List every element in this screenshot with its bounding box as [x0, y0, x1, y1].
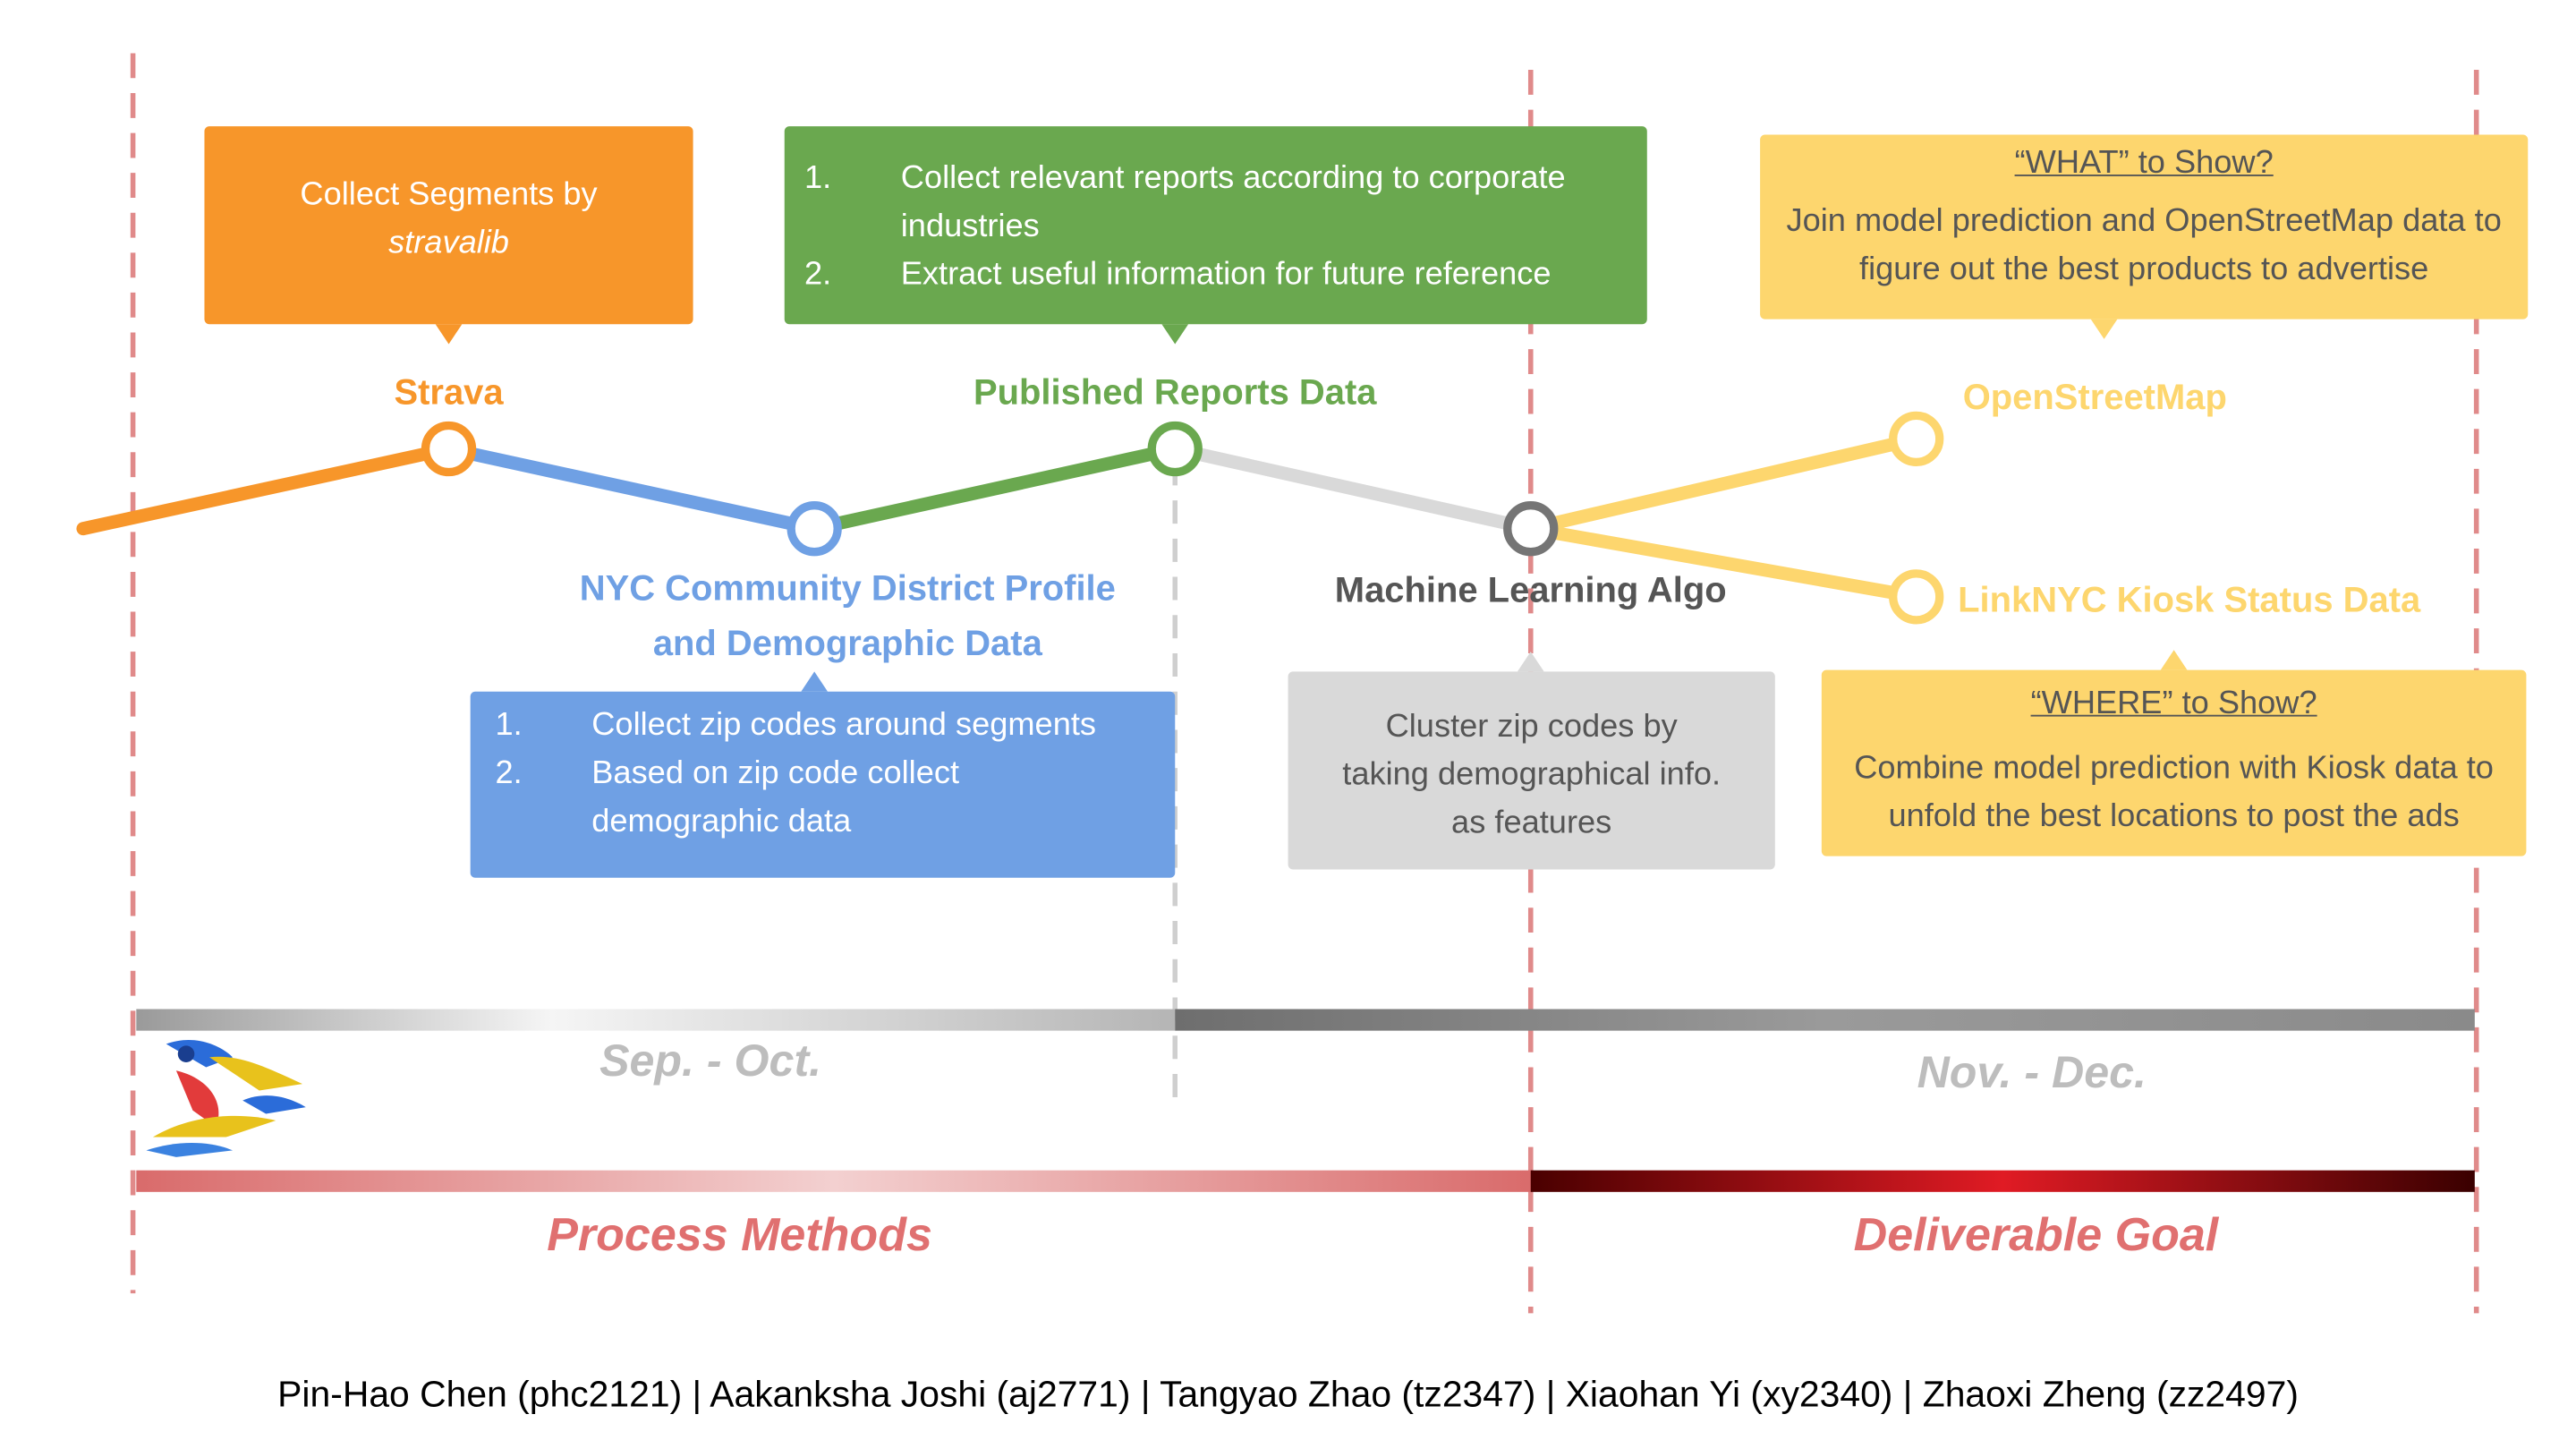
strava-callout: Collect Segments by stravalib: [204, 126, 693, 325]
reports-callout: 1.Collect relevant reports according to …: [784, 126, 1647, 325]
where-callout-body: Combine model prediction with Kiosk data…: [1854, 749, 2494, 835]
nyc-callout: 1.Collect zip codes around segments 2.Ba…: [470, 691, 1176, 878]
kiosk-line: [1529, 522, 1917, 604]
ml-callout-pointer: [1517, 652, 1544, 672]
nyc-label-line1: NYC Community District Profile: [579, 568, 1116, 609]
phase-bar-deliverable: [1530, 1170, 2475, 1192]
nyc-node: [786, 501, 842, 557]
reports-item: 1.Collect relevant reports according to …: [804, 159, 1566, 245]
ml-line: [1173, 442, 1533, 535]
nyc-label: NYC Community District Profile and Demog…: [515, 562, 1180, 672]
nyc-callout-pointer: [801, 671, 829, 692]
strava-callout-line2: stravalib: [388, 224, 509, 261]
where-callout: “WHERE” to Show? Combine model predictio…: [1821, 669, 2527, 856]
strava-callout-line1: Collect Segments by: [300, 175, 598, 213]
strava-callout-pointer: [435, 324, 463, 345]
runner-logo-icon: [146, 1039, 306, 1157]
reports-label: Published Reports Data: [973, 372, 1377, 413]
nyc-item: 2.Based on zip code collect demographic …: [495, 754, 960, 840]
osm-label: OpenStreetMap: [1962, 377, 2227, 418]
period-bar-sep-oct: [136, 1009, 1176, 1031]
reports-item: 2.Extract useful information for future …: [804, 256, 1552, 293]
period-label-sep-oct: Sep. - Oct.: [599, 1035, 822, 1086]
strava-node: [421, 421, 477, 477]
nyc-item: 1.Collect zip codes around segments: [495, 706, 1097, 744]
reports-callout-pointer: [1161, 324, 1189, 345]
nyc-line: [446, 442, 816, 535]
strava-label: Strava: [394, 372, 504, 413]
osm-line: [1529, 432, 1918, 535]
osm-node: [1889, 411, 1944, 467]
ml-node: [1503, 501, 1559, 557]
phase-label-process: Process Methods: [547, 1208, 932, 1260]
period-label-nov-dec: Nov. - Dec.: [1917, 1047, 2147, 1097]
where-callout-pointer: [2160, 650, 2188, 670]
ml-label: Machine Learning Algo: [1334, 570, 1727, 610]
strava-line-in: [76, 442, 455, 536]
team-credits: Pin-Hao Chen (phc2121) | Aakanksha Joshi…: [277, 1373, 2299, 1415]
what-callout-body: Join model prediction and OpenStreetMap …: [1786, 202, 2502, 288]
phase-bar-process: [136, 1170, 1533, 1192]
ml-callout-text: Cluster zip codes by taking demographica…: [1342, 708, 1722, 841]
where-callout-title: “WHERE” to Show?: [2030, 685, 2317, 722]
kiosk-node: [1889, 569, 1944, 625]
nyc-label-line2: and Demographic Data: [652, 623, 1042, 664]
ml-callout: Cluster zip codes by taking demographica…: [1288, 671, 1775, 870]
kiosk-label: LinkNYC Kiosk Status Data: [1958, 580, 2421, 620]
reports-node: [1147, 421, 1203, 477]
period-bar-nov-dec: [1175, 1009, 2475, 1031]
reports-line: [812, 442, 1177, 535]
what-callout-title: “WHAT” to Show?: [2014, 144, 2274, 182]
what-callout-pointer: [2090, 319, 2118, 339]
what-callout: “WHAT” to Show? Join model prediction an…: [1760, 134, 2529, 320]
phase-label-deliverable: Deliverable Goal: [1853, 1208, 2219, 1260]
